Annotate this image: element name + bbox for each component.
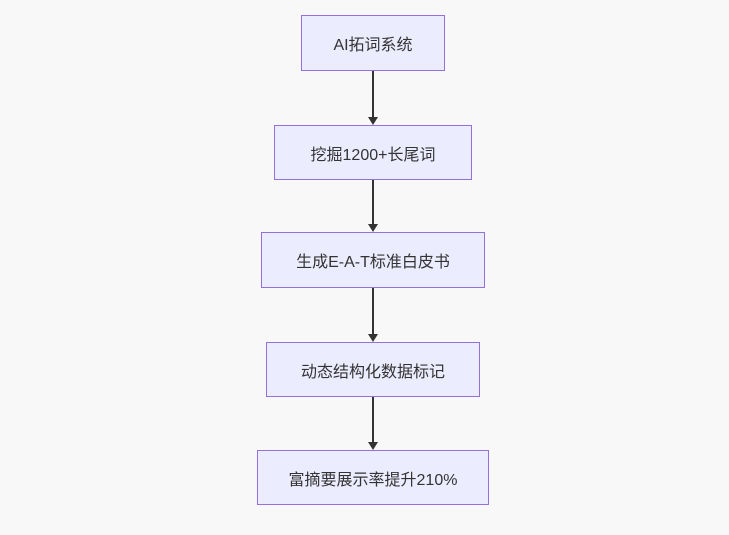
flow-node-ai-word-system: AI拓词系统 [301,15,445,71]
flow-node-longtail-mining: 挖掘1200+长尾词 [274,125,472,180]
arrowhead-down-icon [368,224,378,232]
node-label: 富摘要展示率提升210% [288,471,458,489]
arrow-connector [368,71,378,125]
flow-node-structured-data: 动态结构化数据标记 [266,342,480,397]
node-label: AI拓词系统 [333,37,413,54]
arrowhead-down-icon [368,334,378,342]
arrow-line [372,180,374,226]
arrow-line [372,288,374,336]
arrow-line [372,71,374,119]
arrow-connector [368,397,378,450]
arrow-connector [368,288,378,342]
node-label: 动态结构化数据标记 [300,363,445,381]
arrow-line [372,397,374,444]
node-label: 挖掘1200+长尾词 [310,146,436,164]
arrowhead-down-icon [368,442,378,450]
flow-node-eat-whitepaper: 生成E-A-T标准白皮书 [261,232,485,288]
arrowhead-down-icon [368,117,378,125]
node-label: 生成E-A-T标准白皮书 [296,254,450,271]
arrow-connector [368,180,378,232]
flow-node-rich-snippet-result: 富摘要展示率提升210% [257,450,489,505]
